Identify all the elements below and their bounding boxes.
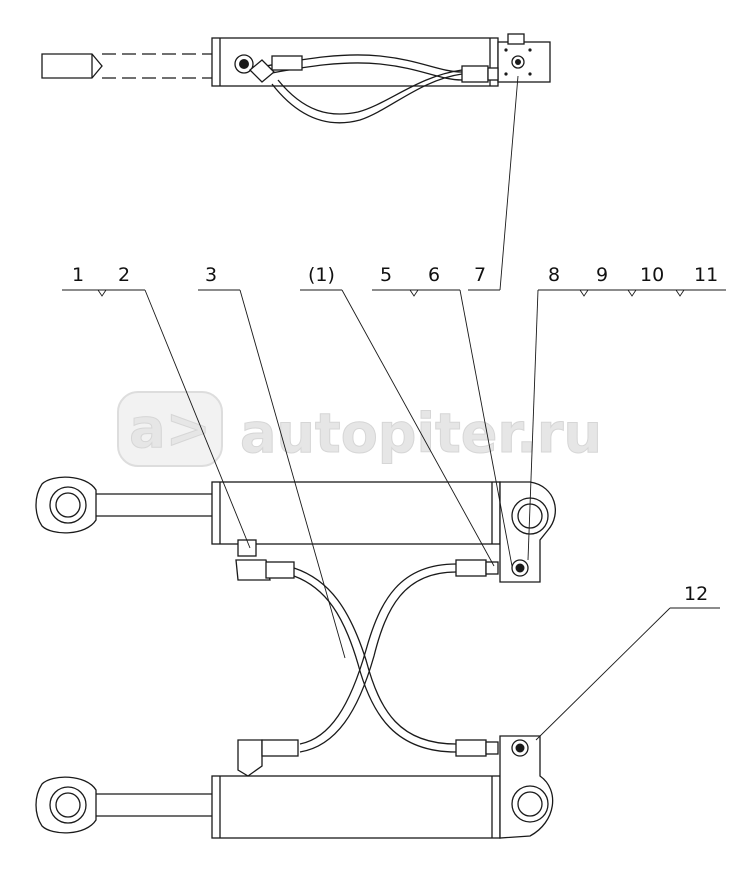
top-cylinder [41, 33, 551, 124]
callout-6: 6 [428, 264, 440, 286]
callout-1-paren: (1) [308, 264, 335, 286]
callout-9: 9 [596, 264, 608, 286]
callout-2: 2 [118, 264, 130, 286]
watermark-logo-badge [117, 391, 223, 467]
callout-11: 11 [694, 264, 718, 286]
callout-3: 3 [205, 264, 217, 286]
callout-7: 7 [474, 264, 486, 286]
leader-lines [62, 75, 726, 741]
callout-5: 5 [380, 264, 392, 286]
callout-8: 8 [548, 264, 560, 286]
callout-labels: 1 2 3 (1) 5 6 7 8 9 10 11 12 [72, 264, 718, 605]
callout-1: 1 [72, 264, 84, 286]
watermark-logo: a> [129, 397, 211, 460]
middle-cylinder [35, 476, 556, 583]
callout-12: 12 [684, 583, 708, 605]
callout-10: 10 [640, 264, 664, 286]
crossing-hoses [293, 563, 457, 753]
bottom-cylinder [35, 735, 554, 839]
